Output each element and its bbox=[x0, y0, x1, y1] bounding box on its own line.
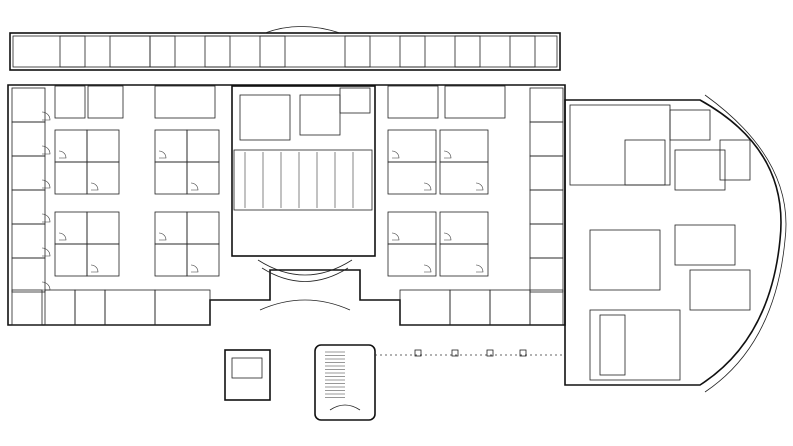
door-swing bbox=[41, 281, 51, 291]
room bbox=[344, 35, 371, 68]
stair-tower bbox=[314, 344, 376, 421]
room bbox=[454, 35, 481, 68]
room bbox=[509, 35, 536, 68]
room bbox=[444, 85, 506, 119]
room bbox=[54, 129, 88, 163]
door-swing bbox=[391, 150, 400, 159]
room bbox=[529, 155, 564, 191]
room bbox=[439, 129, 489, 163]
room bbox=[54, 211, 88, 245]
room bbox=[104, 289, 156, 326]
room bbox=[186, 243, 220, 277]
room bbox=[59, 35, 86, 68]
room bbox=[339, 87, 371, 114]
door-swing bbox=[158, 150, 167, 159]
room bbox=[399, 35, 426, 68]
room bbox=[674, 149, 726, 191]
room bbox=[186, 129, 220, 163]
room bbox=[489, 289, 531, 326]
rooms bbox=[11, 35, 751, 376]
door-swing bbox=[41, 145, 51, 155]
room bbox=[109, 35, 151, 68]
room bbox=[529, 121, 564, 157]
room bbox=[154, 243, 188, 277]
room bbox=[11, 257, 46, 293]
door-swing bbox=[475, 182, 484, 191]
room bbox=[669, 109, 711, 141]
room bbox=[449, 289, 491, 326]
door-swing bbox=[58, 232, 67, 241]
door-swing bbox=[41, 179, 51, 189]
room bbox=[529, 189, 564, 225]
room bbox=[387, 161, 437, 195]
covered-walkway bbox=[375, 349, 565, 357]
room bbox=[529, 257, 564, 293]
room bbox=[54, 161, 88, 195]
room bbox=[44, 289, 76, 326]
door-swing bbox=[41, 111, 51, 121]
room bbox=[86, 161, 120, 195]
room bbox=[719, 139, 751, 181]
right-wing bbox=[564, 94, 787, 393]
door-swing bbox=[190, 182, 199, 191]
room bbox=[399, 289, 451, 326]
room bbox=[387, 243, 437, 277]
room bbox=[87, 85, 124, 119]
room bbox=[149, 35, 176, 68]
room bbox=[154, 289, 211, 326]
room bbox=[439, 161, 489, 195]
room bbox=[439, 243, 489, 277]
room bbox=[54, 243, 88, 277]
door-swing bbox=[158, 232, 167, 241]
door-swing bbox=[391, 232, 400, 241]
room bbox=[74, 289, 106, 326]
door-swing bbox=[90, 264, 99, 273]
door-swing bbox=[41, 213, 51, 223]
room bbox=[11, 121, 46, 157]
door-swing bbox=[90, 182, 99, 191]
room bbox=[529, 223, 564, 259]
room bbox=[11, 189, 46, 225]
room bbox=[439, 211, 489, 245]
room bbox=[11, 289, 43, 326]
room bbox=[11, 87, 46, 123]
center-core bbox=[231, 85, 376, 311]
room bbox=[387, 129, 437, 163]
room bbox=[186, 161, 220, 195]
main-block bbox=[7, 84, 566, 326]
door-swing bbox=[190, 264, 199, 273]
room bbox=[86, 211, 120, 245]
door-swing bbox=[423, 182, 432, 191]
room bbox=[86, 129, 120, 163]
room bbox=[11, 223, 46, 259]
room bbox=[674, 224, 736, 266]
room bbox=[154, 129, 188, 163]
room bbox=[529, 289, 564, 326]
room bbox=[204, 35, 231, 68]
door-swing bbox=[58, 150, 67, 159]
room bbox=[86, 243, 120, 277]
room bbox=[154, 161, 188, 195]
door-swing bbox=[41, 247, 51, 257]
room bbox=[11, 155, 46, 191]
room bbox=[387, 85, 439, 119]
door-swing bbox=[475, 264, 484, 273]
stair-small bbox=[224, 349, 271, 401]
room bbox=[624, 139, 666, 186]
door-swing bbox=[423, 264, 432, 273]
room bbox=[599, 314, 626, 376]
room bbox=[689, 269, 751, 311]
room bbox=[299, 94, 341, 136]
room bbox=[154, 211, 188, 245]
room bbox=[54, 85, 86, 119]
room bbox=[259, 35, 286, 68]
door-swing bbox=[443, 150, 452, 159]
room bbox=[186, 211, 220, 245]
room bbox=[239, 94, 291, 141]
room bbox=[154, 85, 216, 119]
room bbox=[529, 87, 564, 123]
room bbox=[387, 211, 437, 245]
door-swing bbox=[443, 232, 452, 241]
